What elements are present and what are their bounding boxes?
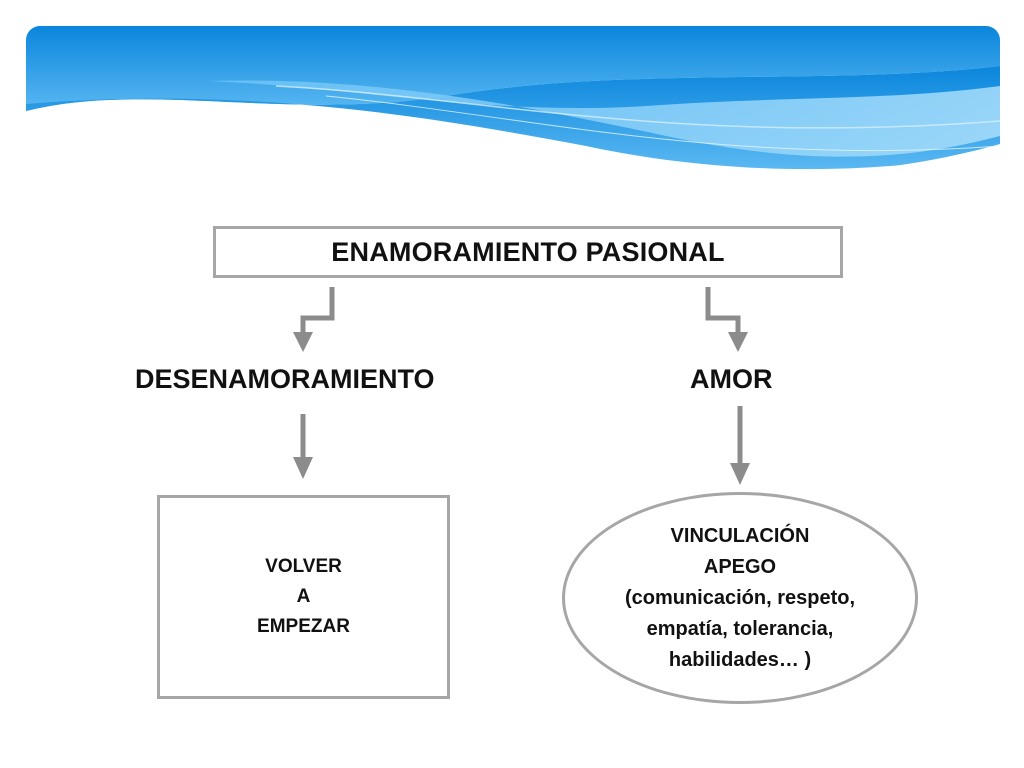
vinculacion-apego-ellipse: VINCULACIÓN APEGO (comunicación, respeto…: [562, 492, 918, 704]
arrowhead-right-top: [728, 332, 748, 352]
box-line-2: A: [296, 586, 311, 607]
desenamoramiento-label: DESENAMORAMIENTO: [135, 364, 435, 394]
enamoramiento-pasional-box: ENAMORAMIENTO PASIONAL: [213, 226, 843, 278]
arrow-to-amor: [705, 287, 741, 333]
arrowhead-left-bottom: [293, 457, 313, 479]
volver-a-empezar-box: VOLVER A EMPEZAR: [157, 495, 450, 699]
box-line-1: VOLVER: [265, 556, 342, 577]
ellipse-line-1: VINCULACIÓN: [670, 524, 810, 547]
arrowhead-right-bottom: [730, 463, 750, 485]
arrowhead-left-top: [293, 332, 313, 352]
top-box-title: ENAMORAMIENTO PASIONAL: [331, 236, 725, 267]
arrow-to-desenamoramiento: [300, 287, 335, 333]
box-line-3: EMPEZAR: [257, 616, 350, 637]
ellipse-line-3: (comunicación, respeto,: [624, 586, 856, 609]
ellipse-line-2: APEGO: [703, 555, 777, 578]
amor-label: AMOR: [690, 364, 773, 394]
header-wave-banner: [26, 26, 1000, 186]
ellipse-line-5: habilidades… ): [668, 648, 812, 671]
ellipse-line-4: empatía, tolerancia,: [646, 617, 834, 640]
